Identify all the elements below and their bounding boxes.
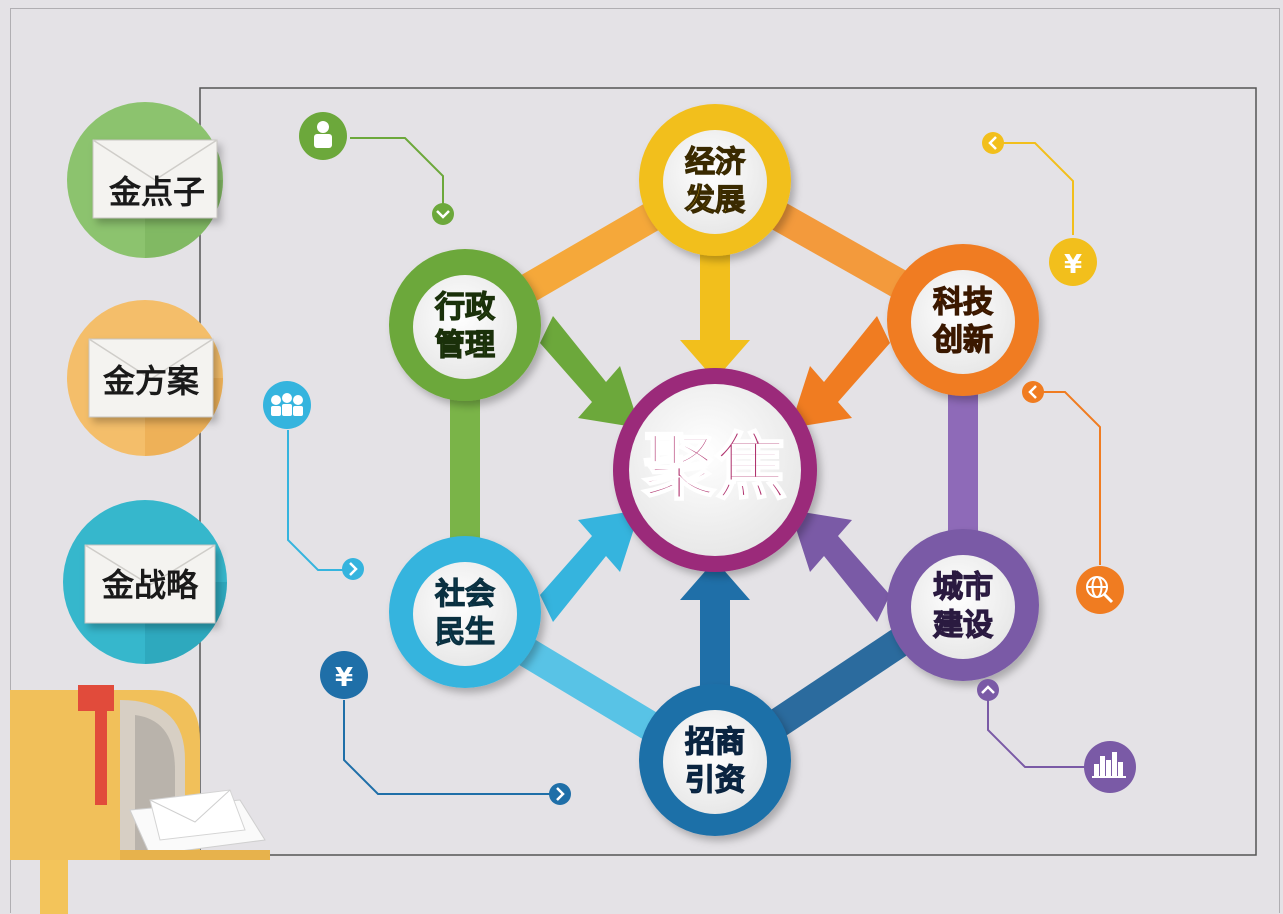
icon-connector-person [350,137,444,205]
outer-frame [10,8,1280,913]
inner-frame [199,87,1257,856]
node-economy: 经济 发展 [639,104,791,256]
node-economy-line2: 发展 [684,183,745,218]
arrow-admin [540,316,640,428]
yen-icon [320,651,368,699]
node-investment: 招商 引资 [639,684,791,836]
node-city: 城市 建设 [887,529,1039,681]
yen-icon [1049,238,1097,286]
arrow-tech [790,316,890,428]
globe-search-icon [1076,566,1124,614]
chevron-down-icon [432,203,454,225]
chevron-left-icon [1022,381,1044,403]
chevron-right-icon [342,558,364,580]
side-label-golden-plan: 金方案 [102,362,200,400]
chevron-left-icon [982,132,1004,154]
icon-connector-yen-left [343,700,550,795]
node-society: 社会 民生 [389,536,541,688]
node-admin-line1: 行政 [434,290,495,325]
side-badge-green [67,102,223,258]
side-badge-teal [63,500,227,664]
arrow-investment [680,560,750,700]
node-economy-line1: 经济 [685,145,746,180]
arrows-to-center [540,240,890,700]
node-tech-line2: 创新 [932,323,993,358]
node-society-line1: 社会 [435,577,495,612]
icon-connector-yen-right [1002,142,1074,235]
yen-icon-glyph: ¥ [335,663,353,693]
arrow-city [790,510,890,622]
chevron-right-icon [549,783,571,805]
center-node [613,368,817,572]
chevron-up-icon [977,679,999,701]
side-label-golden-strategy: 金战略 [101,566,199,604]
icon-connector-globe [1043,391,1101,565]
node-investment-line1: 招商 [685,725,745,760]
node-society-line2: 民生 [435,615,495,650]
node-tech-line1: 科技 [933,285,993,320]
mailbox-illustration [10,685,270,914]
node-city-line2: 建设 [933,608,993,643]
node-investment-line2: 引资 [685,763,745,798]
node-city-line1: 城市 [933,570,993,605]
arrow-society [540,510,640,622]
yen-icon-glyph: ¥ [1064,250,1082,280]
node-admin-line2: 管理 [435,328,495,363]
icon-connector-city [987,700,1085,768]
side-badge-orange [67,300,223,456]
arrow-economy [680,240,750,380]
center-label: 聚焦 [642,425,787,509]
icon-connector-people [287,430,345,571]
side-label-golden-idea: 金点子 [108,173,205,211]
node-tech: 科技 创新 [887,244,1039,396]
node-admin: 行政 管理 [389,249,541,401]
